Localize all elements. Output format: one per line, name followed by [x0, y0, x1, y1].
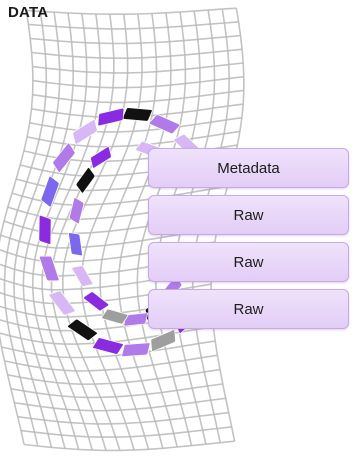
raw-box-3: Raw	[148, 289, 349, 329]
ring-segment	[90, 146, 112, 169]
ring-segment	[52, 142, 76, 173]
ring-segment	[121, 342, 151, 358]
grid-line	[30, 34, 241, 45]
ring-segment	[40, 175, 60, 208]
grid-line	[80, 13, 143, 451]
grid-line	[32, 75, 244, 89]
grid-line	[28, 21, 239, 30]
grid-line	[26, 130, 241, 148]
ring-segment	[148, 114, 181, 135]
grid-line	[29, 116, 243, 133]
grid-line	[31, 48, 243, 59]
grid-line	[4, 354, 218, 372]
grid-line	[99, 13, 158, 450]
grid-line	[11, 185, 228, 206]
raw-box-1: Raw	[148, 195, 349, 235]
grid-line	[32, 89, 244, 104]
ring-segment	[97, 107, 125, 127]
grid-line	[1, 340, 216, 359]
grid-line	[50, 14, 115, 451]
ring-segment	[82, 291, 110, 312]
grid-line	[0, 10, 34, 445]
grid-line	[117, 12, 172, 449]
grid-line	[7, 368, 221, 386]
ring-segment	[38, 214, 52, 245]
grid-line	[17, 411, 229, 425]
raw-box-2: Raw	[148, 242, 349, 282]
metadata-box: Metadata	[148, 148, 349, 188]
grid-line	[32, 62, 244, 74]
grid-line	[22, 12, 75, 449]
diagram-title: DATA	[8, 4, 49, 21]
grid-line	[14, 397, 226, 412]
grid-line	[26, 7, 237, 15]
ring-segment	[150, 329, 176, 352]
ring-segment	[68, 232, 83, 257]
grid-line	[24, 440, 235, 452]
ring-segment	[75, 166, 96, 194]
ring-segment	[67, 318, 98, 341]
ring-segment	[92, 337, 124, 355]
ring-segment	[71, 265, 94, 287]
ring-segment	[68, 197, 85, 225]
ring-segment	[72, 119, 98, 145]
ring-segment	[38, 255, 60, 282]
grid-line	[3, 11, 48, 447]
grid-line	[10, 383, 223, 399]
grid-line	[136, 11, 187, 448]
ring-segment	[101, 308, 129, 325]
ring-segment	[48, 290, 76, 316]
grid-line	[20, 426, 232, 438]
grid-line	[13, 12, 61, 448]
ring-segment	[122, 107, 153, 122]
